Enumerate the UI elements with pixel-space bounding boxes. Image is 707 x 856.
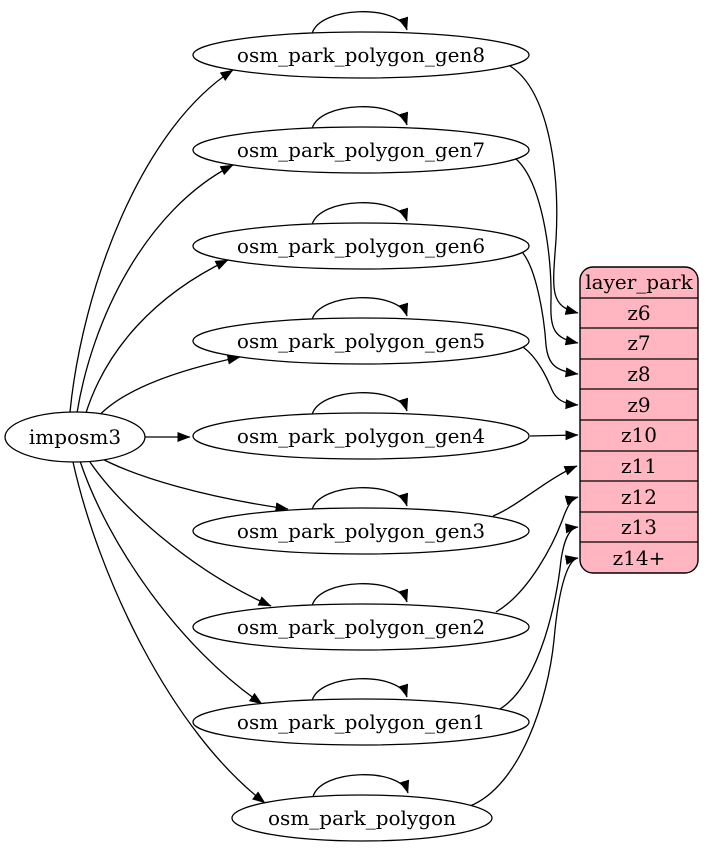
layer-row-z7: z7: [627, 331, 650, 355]
edge-gen5-to-z9: [522, 346, 579, 410]
layer-row-z14: z14+: [613, 546, 666, 570]
edge-imposm3-to-gen7: [76, 164, 234, 414]
node-osm-park-polygon-gen6: osm_park_polygon_gen6: [192, 222, 530, 270]
polygon-label: osm_park_polygon: [268, 806, 456, 830]
gen8-ellipse: [192, 31, 530, 79]
gen4-label: osm_park_polygon_gen4: [237, 424, 485, 448]
edge-gen2-to-z12: [495, 495, 579, 613]
layer-row-z10: z10: [621, 423, 657, 447]
layer-park-title: layer_park: [585, 270, 693, 294]
gen2-label: osm_park_polygon_gen2: [237, 615, 485, 639]
self-loop-gen5: [311, 297, 409, 321]
node-osm-park-polygon-gen7: osm_park_polygon_gen7: [192, 126, 530, 174]
edge-gen6-to-z8: [521, 251, 579, 378]
edges-from-source: [69, 69, 289, 804]
node-osm-park-polygon-gen5: osm_park_polygon_gen5: [192, 317, 530, 365]
layer-row-z13: z13: [621, 515, 657, 539]
gen2-ellipse: [192, 603, 530, 651]
edge-gen1-to-z13: [499, 523, 579, 710]
edge-gen4-to-z10: [529, 430, 579, 441]
gen6-label: osm_park_polygon_gen6: [237, 234, 485, 258]
self-loop-gen8: [311, 11, 409, 35]
node-osm-park-polygon: osm_park_polygon: [231, 794, 493, 842]
edge-polygon-to-z14: [469, 555, 579, 807]
node-osm-park-polygon-gen2: osm_park_polygon_gen2: [192, 603, 530, 651]
layer-row-z8: z8: [627, 362, 650, 386]
polygon-ellipse: [231, 794, 493, 842]
edge-imposm3-to-gen1: [79, 460, 263, 705]
edge-gen7-to-z7: [515, 158, 579, 346]
gen7-ellipse: [192, 126, 530, 174]
self-loop-gen7: [311, 106, 409, 130]
self-loop-gen1: [311, 678, 409, 702]
self-loop-polygon: [312, 774, 410, 798]
gen1-label: osm_park_polygon_gen1: [237, 710, 485, 734]
node-osm-park-polygon-gen1: osm_park_polygon_gen1: [192, 698, 530, 746]
edge-imposm3-to-gen6: [84, 259, 229, 417]
gen1-ellipse: [192, 698, 530, 746]
node-layer-park: layer_park z6 z7 z8 z9 z10 z11 z12 z13 z…: [579, 266, 699, 574]
gen6-ellipse: [192, 222, 530, 270]
edges-to-layer: [469, 65, 579, 807]
self-loop-gen3: [311, 487, 409, 511]
edge-imposm3-to-polygon: [72, 461, 266, 804]
edge-gen3-to-z11: [492, 465, 578, 517]
gen3-label: osm_park_polygon_gen3: [237, 519, 485, 543]
gen5-label: osm_park_polygon_gen5: [237, 329, 485, 353]
imposm3-ellipse: [4, 411, 146, 463]
gen5-ellipse: [192, 317, 530, 365]
self-loop-gen6: [311, 202, 409, 226]
edge-imposm3-to-gen5: [94, 354, 241, 421]
node-osm-park-polygon-gen8: osm_park_polygon_gen8: [192, 31, 530, 79]
edge-imposm3-to-gen2: [87, 458, 272, 607]
gen8-label: osm_park_polygon_gen8: [237, 43, 485, 67]
node-osm-park-polygon-gen4: osm_park_polygon_gen4: [192, 412, 530, 460]
gen3-ellipse: [192, 507, 530, 555]
gen7-label: osm_park_polygon_gen7: [237, 138, 485, 162]
edge-gen8-to-z6: [509, 65, 579, 315]
node-osm-park-polygon-gen3: osm_park_polygon_gen3: [192, 507, 530, 555]
self-loops: [311, 11, 410, 798]
layer-row-z11: z11: [621, 454, 657, 478]
self-loop-gen4: [311, 392, 409, 416]
gen4-ellipse: [192, 412, 530, 460]
layer-row-z9: z9: [627, 393, 650, 417]
self-loop-gen2: [311, 583, 409, 607]
node-imposm3: imposm3: [4, 411, 146, 463]
layer-row-z6: z6: [627, 301, 650, 325]
imposm3-label: imposm3: [29, 425, 121, 449]
edge-imposm3-to-gen8: [69, 69, 234, 413]
edge-imposm3-to-gen3: [94, 454, 289, 513]
layer-row-z12: z12: [621, 485, 657, 509]
